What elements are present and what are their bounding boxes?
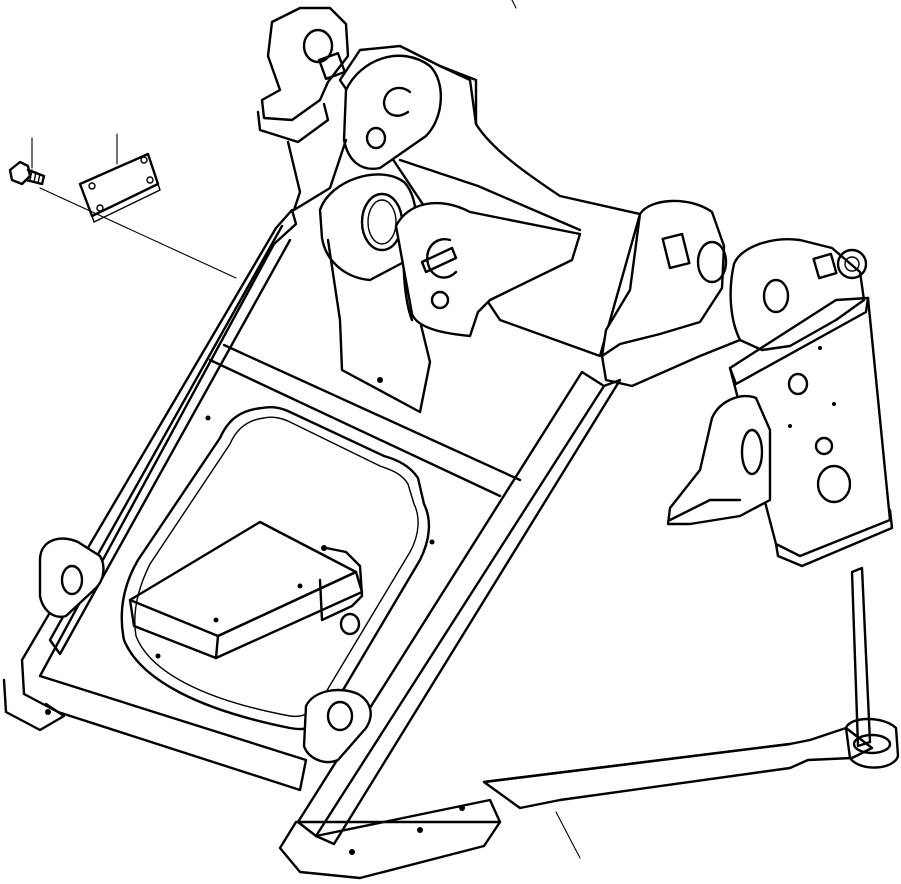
top-clamp-hole: [302, 28, 334, 64]
inner-bracket-lug: [318, 546, 364, 622]
bottom-base-rail-top: [482, 742, 792, 784]
top-leader-stub: [511, 0, 517, 9]
right-clamp-block: [812, 252, 838, 280]
inner-bracket-side: [128, 598, 220, 660]
inner-bracket-hole: [339, 612, 361, 636]
lower-hinge-rib: [668, 498, 742, 522]
bottom-base-plate: [278, 820, 502, 880]
right-clamp-hole: [762, 278, 790, 314]
bolt-part: [8, 160, 46, 186]
frame-leader-line: [555, 811, 581, 859]
base-front-edge: [314, 798, 502, 838]
right-clamp: [729, 238, 866, 352]
plate-hole: [96, 204, 104, 212]
opening-inner-edge: [134, 416, 419, 718]
plate-hole: [146, 176, 154, 184]
left-plate-lower-flange: [2, 678, 66, 732]
inner-arm-pin: [420, 246, 458, 274]
right-pivot-base: [600, 338, 742, 388]
right-pivot-block: [661, 232, 691, 270]
left-lug: [38, 537, 105, 618]
left-plate-inner-edge: [48, 224, 292, 656]
upper-pivot-ear: [342, 54, 442, 170]
bottom-base-rail: [482, 726, 874, 810]
top-clamp-foot: [256, 102, 330, 144]
inner-arm-boss: [430, 290, 450, 310]
rear-leg: [850, 566, 872, 748]
mount-hole: [155, 653, 161, 659]
leader-lines: [31, 0, 581, 859]
bracket-lower-hole: [816, 464, 852, 504]
lower-right-hinge: [666, 394, 772, 526]
mount-hole: [349, 849, 355, 855]
top-clamp-block: [317, 51, 347, 81]
right-side-plate: [296, 370, 606, 838]
right-pivot-tower: [600, 199, 726, 358]
assembly-axis-line: [39, 187, 237, 279]
plate-hole: [140, 156, 148, 164]
bracket-upper-hole: [787, 372, 809, 396]
right-bracket-edge: [728, 296, 870, 386]
upper-tower-side: [438, 64, 478, 126]
tower-left-strut: [286, 138, 348, 212]
center-arm-plate: [326, 238, 432, 414]
upper-tower-back: [338, 44, 642, 358]
bolt-head: [8, 160, 32, 186]
upper-pivot-hole: [382, 86, 412, 117]
right-pivot-hole: [696, 240, 728, 284]
frame-opening: [120, 406, 431, 731]
right-clamp-end: [836, 248, 868, 280]
upper-cross-member: [222, 343, 522, 482]
lower-lug: [302, 688, 372, 764]
mount-hole: [417, 827, 423, 833]
upper-boss: [365, 126, 387, 150]
plate-hole: [88, 182, 96, 190]
mount-hole: [429, 539, 435, 545]
front-frame-part: [2, 6, 900, 880]
tower-slope: [398, 158, 582, 232]
inner-arm-lug: [394, 201, 582, 338]
right-bracket-base: [774, 508, 894, 568]
right-plate-edge: [314, 378, 622, 846]
lower-cross-band: [208, 358, 502, 498]
mount-hole: [459, 805, 465, 811]
mount-hole: [45, 709, 51, 715]
lower-hinge-hole: [740, 428, 764, 476]
inner-arm-hole: [426, 238, 458, 279]
lower-lug-hole: [326, 700, 354, 732]
cover-plate-face: [78, 152, 160, 218]
inner-bracket-front: [214, 570, 364, 660]
rear-foot-pad: [844, 717, 900, 769]
top-clamp: [260, 6, 350, 122]
cover-plate-part: [78, 152, 161, 223]
rear-foot-disk: [852, 733, 892, 755]
left-lug-hole: [60, 564, 84, 596]
bracket-boss: [814, 436, 834, 456]
mount-hole: [205, 415, 211, 421]
left-side-plate: [20, 208, 308, 792]
